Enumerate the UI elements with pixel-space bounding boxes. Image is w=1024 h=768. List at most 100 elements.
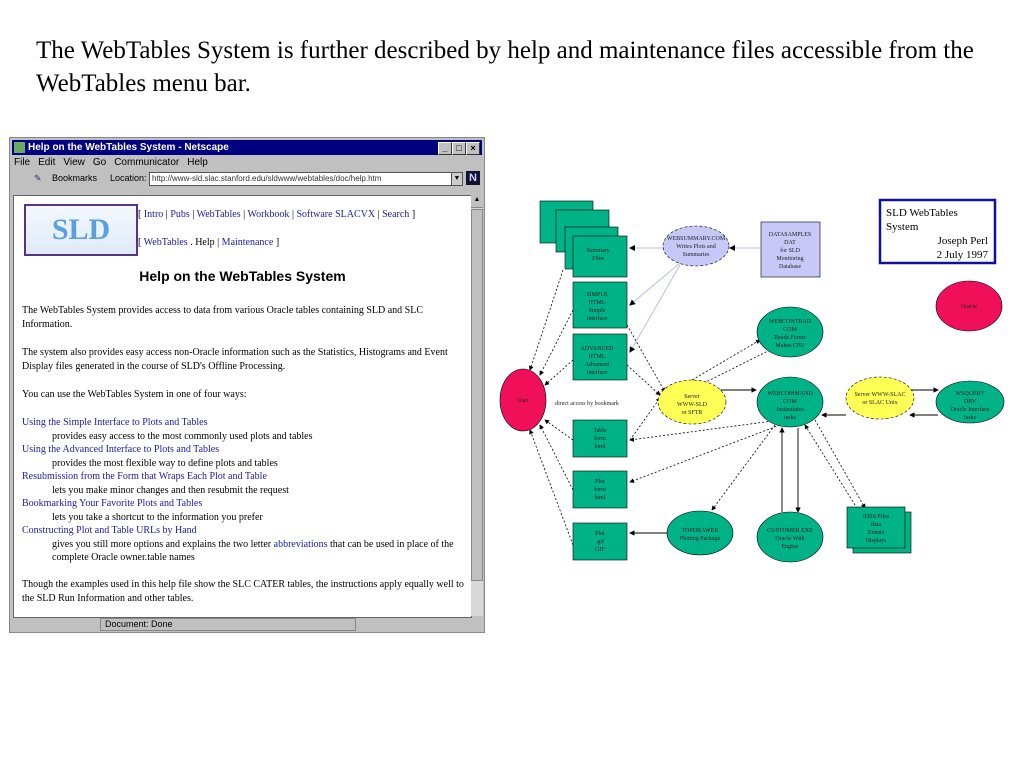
node-label-table: form	[594, 435, 606, 442]
scroll-thumb[interactable]	[471, 209, 483, 581]
author: Joseph Perl	[938, 235, 988, 247]
node-label-advanced: ADVANCED	[581, 346, 615, 352]
page-heading: Help on the WebTables System	[139, 268, 346, 284]
close-button[interactable]: ×	[466, 142, 480, 155]
nav-pubs[interactable]: Pubs	[170, 209, 190, 220]
node-label-websummary: WEBSUMMARY.COM	[667, 236, 726, 242]
node-label-plotform: form	[594, 486, 606, 493]
node-label-wsquery: DRV	[964, 399, 977, 405]
subnav-maintenance[interactable]: Maintenance	[221, 237, 274, 248]
node-label-gif: GIF	[595, 547, 605, 553]
node-label-webcommand: COM	[783, 399, 797, 405]
way-desc: lets you take a shortcut to the informat…	[52, 511, 263, 523]
scroll-up-icon[interactable]: ▲	[471, 195, 483, 208]
way-desc-tail: that can be used in place of the complet…	[52, 538, 454, 564]
node-label-webcommand: WEBCOMMAND	[767, 391, 813, 397]
node-label-simple: HTML	[589, 300, 606, 306]
minimize-button[interactable]: _	[438, 142, 452, 155]
connector-lines	[528, 269, 866, 546]
node-label-datasamples: DAT	[784, 240, 796, 246]
netscape-icon	[14, 142, 25, 153]
node-label-oracle: Oracle	[961, 304, 977, 310]
url-input[interactable]: http://www-sld.slac.stanford.edu/sldwww/…	[149, 172, 463, 186]
node-label-webcontrad: WEBCONTRAD	[769, 319, 812, 325]
netscape-window: Help on the WebTables System - Netscape …	[9, 137, 485, 633]
menu-view[interactable]: View	[63, 157, 85, 168]
node-label-server1: or SFTR	[682, 410, 703, 416]
paragraph-4: Though the examples used in this help fi…	[22, 579, 464, 604]
way-desc: gives you still more options and explain…	[52, 538, 272, 550]
slide-intro-text: The WebTables System is further describe…	[36, 37, 974, 97]
subnav-webtables[interactable]: WebTables	[143, 237, 188, 248]
bookmarks-icon[interactable]: ✎	[34, 173, 42, 183]
node-label-gif: .gif	[596, 538, 604, 545]
nav-workbook[interactable]: Workbook	[247, 209, 290, 220]
bookmarks-button[interactable]: Bookmarks	[52, 173, 98, 183]
node-label-wsquery: WSQUERY	[955, 391, 985, 397]
way-desc: lets you make minor changes and then res…	[52, 484, 289, 496]
top-nav: [ Intro | Pubs | WebTables | Workbook | …	[138, 209, 416, 220]
node-label-custom: Engine	[782, 544, 799, 550]
menu-help[interactable]: Help	[187, 157, 208, 168]
node-label-datasamples: Database	[779, 264, 801, 270]
node-label-server2: Server WWW-SLAC	[854, 392, 905, 398]
node-label-idss: Events	[868, 530, 885, 536]
node-label-idss: IDSS Files	[863, 514, 890, 520]
node-label-gif: Plot	[595, 531, 605, 537]
menu-bar: File Edit View Go Communicator Help	[14, 156, 216, 170]
paragraph-1: The WebTables System provides access to …	[22, 305, 423, 330]
window-title: Help on the WebTables System - Netscape	[28, 142, 229, 153]
way-desc: provides the most flexible way to define…	[52, 457, 278, 469]
way-link-bookmarking[interactable]: Bookmarking Your Favorite Plots and Tabl…	[22, 498, 203, 509]
node-label-advanced: Interface	[586, 369, 608, 376]
node-label-summary: Files	[592, 256, 604, 262]
status-text: Document: Done	[100, 618, 356, 631]
node-label-server2: or SLAC Unix	[862, 400, 897, 406]
node-label-idss: data	[871, 522, 881, 528]
node-label-table: Table	[593, 428, 607, 434]
vertical-scrollbar[interactable]: ▲	[471, 195, 483, 616]
node-label-datasamples: for SLD	[780, 247, 800, 254]
node-label-topdrawer: TOPDRAWER	[682, 528, 719, 534]
way-link-advanced[interactable]: Using the Advanced Interface to Plots an…	[22, 444, 220, 455]
nav-search[interactable]: Search	[382, 209, 410, 220]
abbreviations-link[interactable]: abbreviations	[273, 538, 328, 550]
menu-file[interactable]: File	[14, 157, 31, 168]
node-label-server1: Server	[684, 394, 700, 400]
date: 2 July 1997	[937, 249, 989, 261]
nav-webtables[interactable]: WebTables	[196, 209, 241, 220]
sld-logo: SLD	[24, 204, 138, 256]
node-label-bookmark: direct access by bookmark	[555, 401, 619, 407]
node-label-datasamples: Monitoring	[776, 256, 803, 262]
location-label: Location:	[110, 173, 147, 183]
sub-nav: [ WebTables . Help | Maintenance ]	[138, 237, 280, 248]
nav-intro[interactable]: Intro	[143, 209, 164, 220]
node-label-custom: Oracle With	[775, 536, 804, 542]
ways-list: Using the Simple Interface to Plots and …	[22, 416, 467, 565]
nav-software[interactable]: Software	[296, 209, 333, 220]
node-label-custom: CUSTOMER.EXE	[767, 528, 813, 534]
maximize-button[interactable]: □	[452, 142, 466, 155]
node-label-simple: Interface	[586, 315, 608, 322]
way-desc: provides easy access to the most commonl…	[52, 430, 313, 442]
node-label-simple: SIMPLE	[586, 292, 608, 298]
way-link-resubmission[interactable]: Resubmission from the Form that Wraps Ea…	[22, 471, 267, 482]
node-label-advanced: Advanced	[585, 362, 609, 368]
nav-slacvx[interactable]: SLACVX	[335, 209, 376, 220]
paragraph-2: The system also provides easy access non…	[22, 347, 448, 372]
title-line-2: System	[886, 221, 919, 233]
node-label-server1: WWW-SLD	[677, 402, 708, 408]
node-label-webcontrad: Reads Forms	[774, 335, 806, 341]
way-link-constructing[interactable]: Constructing Plot and Table URLs by Hand	[22, 525, 197, 536]
menu-edit[interactable]: Edit	[38, 157, 56, 168]
node-label-summary: Summary	[586, 248, 609, 254]
menu-go[interactable]: Go	[92, 157, 107, 168]
netscape-logo: N	[466, 171, 480, 185]
url-dropdown-icon[interactable]: ▼	[451, 172, 463, 186]
way-link-simple[interactable]: Using the Simple Interface to Plots and …	[22, 417, 208, 428]
menu-communicator[interactable]: Communicator	[114, 157, 180, 168]
window-titlebar: Help on the WebTables System - Netscape …	[12, 140, 482, 155]
node-label-topdrawer: Plotting Package	[680, 536, 721, 542]
node-label-idss: Displays	[866, 538, 888, 544]
